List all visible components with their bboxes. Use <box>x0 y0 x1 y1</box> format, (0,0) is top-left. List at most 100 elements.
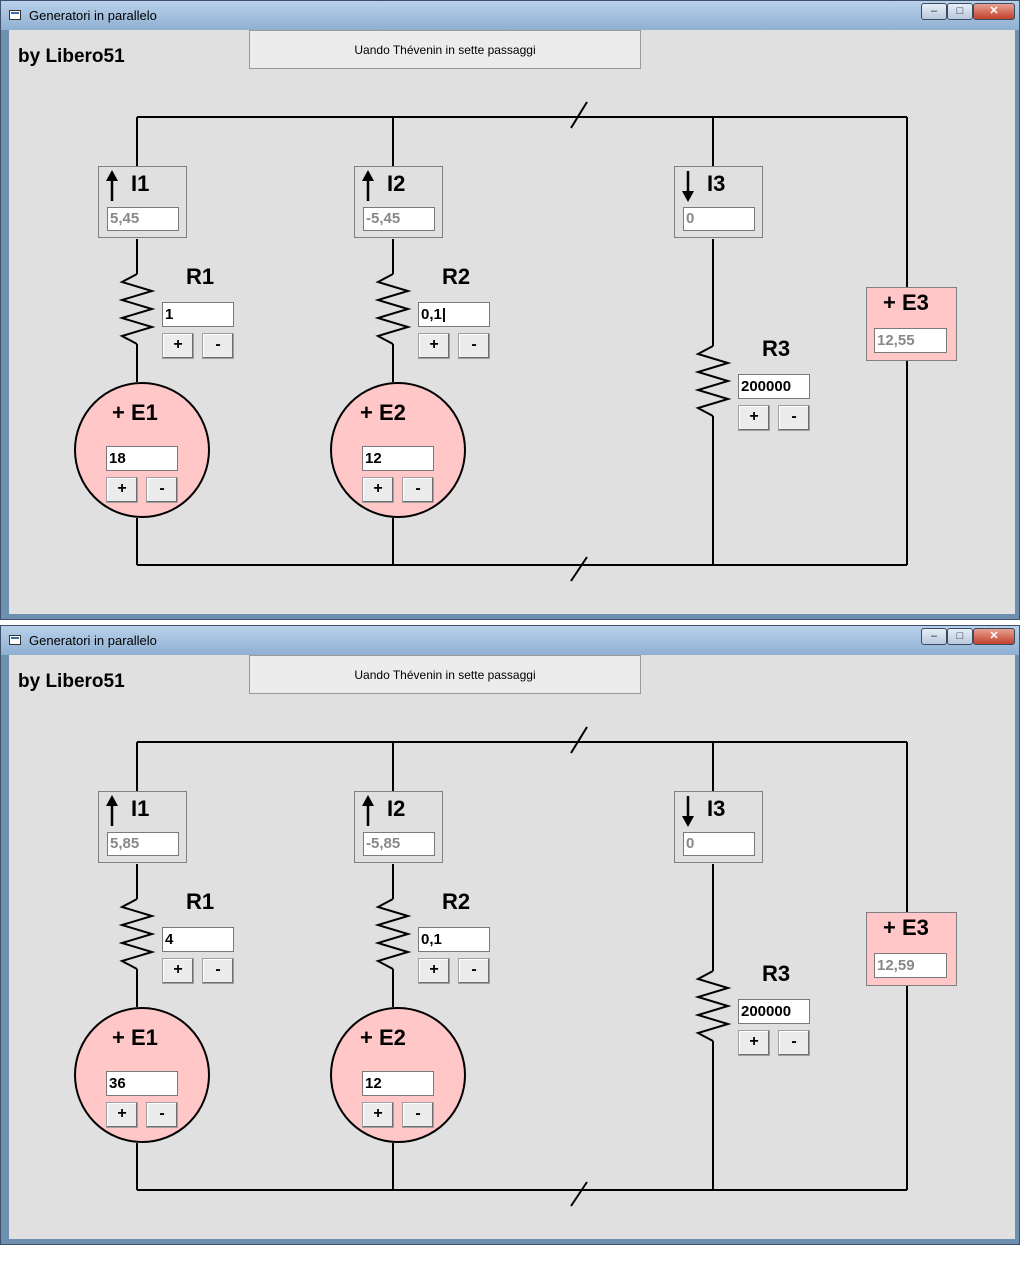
window-title: Generatori in parallelo <box>29 8 157 23</box>
generator-e2: + E2 12 + - <box>330 382 466 518</box>
resistor-icon <box>118 898 156 970</box>
generator-e3: + E3 12,59 <box>866 912 957 986</box>
window-app-icon <box>9 635 21 645</box>
i1-label: I1 <box>131 796 150 821</box>
i1-label: I1 <box>131 171 150 196</box>
break-mark-bottom <box>570 1181 588 1207</box>
r1-minus-button[interactable]: - <box>202 958 234 984</box>
close-button[interactable]: ✕ <box>973 628 1015 645</box>
generator-e1: + E1 18 + - <box>74 382 210 518</box>
e2-plus-button[interactable]: + <box>362 1102 394 1128</box>
e1-plus-button[interactable]: + <box>106 477 138 503</box>
r2-input[interactable]: 0,1| <box>418 302 490 327</box>
e1-input[interactable]: 36 <box>106 1071 178 1096</box>
break-mark-top <box>570 101 588 129</box>
r1-plus-button[interactable]: + <box>162 958 194 984</box>
client-area: by Libero51 Uando Thévenin in sette pass… <box>9 655 1015 1239</box>
e2-minus-button[interactable]: - <box>402 477 434 503</box>
circuit-wires <box>118 726 908 1207</box>
maximize-button[interactable]: □ <box>947 628 973 645</box>
window-2: Generatori in parallelo – □ ✕ by Libero5… <box>0 625 1020 1245</box>
ammeter-i2: I2 -5,45 <box>354 166 443 238</box>
i1-value: 5,45 <box>107 207 179 231</box>
minimize-button[interactable]: – <box>921 628 947 645</box>
author-label: by Libero51 <box>18 671 125 692</box>
r3-minus-button[interactable]: - <box>778 1030 810 1056</box>
resistor-icon <box>694 970 732 1042</box>
e1-label: + E1 <box>112 1025 158 1050</box>
e3-label: + E3 <box>883 915 929 940</box>
e2-input[interactable]: 12 <box>362 446 434 471</box>
r2-plus-button[interactable]: + <box>418 958 450 984</box>
e1-plus-button[interactable]: + <box>106 1102 138 1128</box>
r2-label: R2 <box>442 889 471 914</box>
window-1: Generatori in parallelo – □ ✕ by Libero5… <box>0 0 1020 620</box>
r2-minus-button[interactable]: - <box>458 958 490 984</box>
r3-label: R3 <box>762 961 791 986</box>
i2-label: I2 <box>387 171 406 196</box>
i3-label: I3 <box>707 796 726 821</box>
arrow-down-icon <box>682 796 694 827</box>
generator-e1: + E1 36 + - <box>74 1007 210 1143</box>
e2-input[interactable]: 12 <box>362 1071 434 1096</box>
e1-minus-button[interactable]: - <box>146 477 178 503</box>
e2-label: + E2 <box>360 1025 406 1050</box>
thevenin-button[interactable]: Uando Thévenin in sette passaggi <box>249 30 641 69</box>
circuit-wires <box>118 101 908 582</box>
r1-label: R1 <box>186 264 215 289</box>
e3-value: 12,55 <box>874 328 947 353</box>
resistor-icon <box>374 273 412 345</box>
title-bar[interactable]: Generatori in parallelo – □ ✕ <box>1 626 1019 655</box>
e2-plus-button[interactable]: + <box>362 477 394 503</box>
r3-input[interactable]: 200000 <box>738 999 810 1024</box>
r3-label: R3 <box>762 336 791 361</box>
r2-label: R2 <box>442 264 471 289</box>
ammeter-i3: I3 0 <box>674 166 763 238</box>
generator-e3: + E3 12,55 <box>866 287 957 361</box>
i3-label: I3 <box>707 171 726 196</box>
client-area: by Libero51 Uando Thévenin in sette pass… <box>9 30 1015 614</box>
r3-plus-button[interactable]: + <box>738 1030 770 1056</box>
i3-value: 0 <box>683 832 755 856</box>
r2-input[interactable]: 0,1 <box>418 927 490 952</box>
i1-value: 5,85 <box>107 832 179 856</box>
i2-value: -5,85 <box>363 832 435 856</box>
r1-plus-button[interactable]: + <box>162 333 194 359</box>
arrow-down-icon <box>682 171 694 202</box>
r3-plus-button[interactable]: + <box>738 405 770 431</box>
resistor-icon <box>694 345 732 417</box>
r2-plus-button[interactable]: + <box>418 333 450 359</box>
e3-label: + E3 <box>883 290 929 315</box>
e1-input[interactable]: 18 <box>106 446 178 471</box>
break-mark-bottom <box>570 556 588 582</box>
close-button[interactable]: ✕ <box>973 3 1015 20</box>
generator-e2: + E2 12 + - <box>330 1007 466 1143</box>
r1-minus-button[interactable]: - <box>202 333 234 359</box>
arrow-up-icon <box>362 170 374 201</box>
arrow-up-icon <box>362 795 374 826</box>
e2-label: + E2 <box>360 400 406 425</box>
maximize-button[interactable]: □ <box>947 3 973 20</box>
resistor-icon <box>374 898 412 970</box>
ammeter-i2: I2 -5,85 <box>354 791 443 863</box>
window-app-icon <box>9 10 21 20</box>
r3-input[interactable]: 200000 <box>738 374 810 399</box>
i2-label: I2 <box>387 796 406 821</box>
r3-minus-button[interactable]: - <box>778 405 810 431</box>
e1-minus-button[interactable]: - <box>146 1102 178 1128</box>
title-bar[interactable]: Generatori in parallelo – □ ✕ <box>1 1 1019 30</box>
thevenin-button[interactable]: Uando Thévenin in sette passaggi <box>249 655 641 694</box>
r1-label: R1 <box>186 889 215 914</box>
e2-minus-button[interactable]: - <box>402 1102 434 1128</box>
window-title: Generatori in parallelo <box>29 633 157 648</box>
r1-input[interactable]: 1 <box>162 302 234 327</box>
arrow-up-icon <box>106 795 118 826</box>
arrow-up-icon <box>106 170 118 201</box>
r1-input[interactable]: 4 <box>162 927 234 952</box>
e3-value: 12,59 <box>874 953 947 978</box>
ammeter-i3: I3 0 <box>674 791 763 863</box>
r2-minus-button[interactable]: - <box>458 333 490 359</box>
minimize-button[interactable]: – <box>921 3 947 20</box>
break-mark-top <box>570 726 588 754</box>
ammeter-i1: I1 5,45 <box>98 166 187 238</box>
